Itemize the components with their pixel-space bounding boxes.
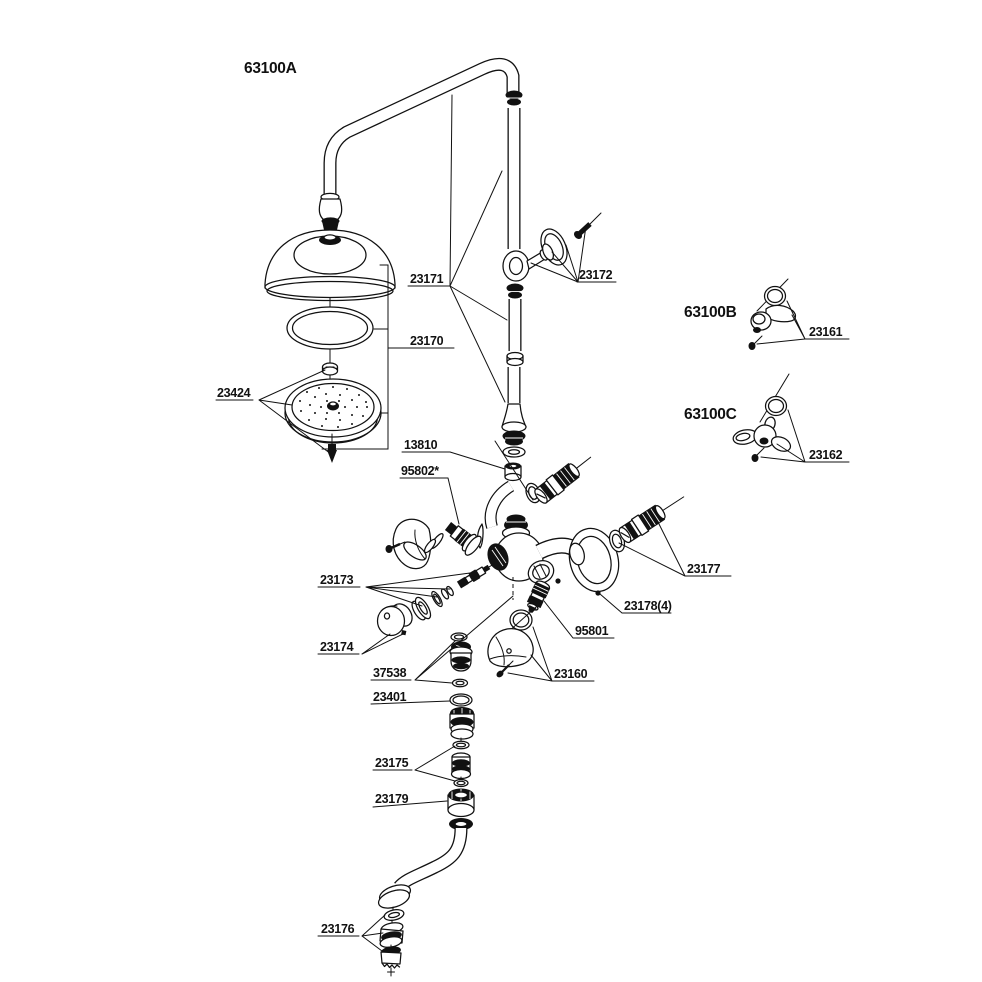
aerator-housing — [379, 922, 404, 948]
mounting-screw-dot — [555, 578, 561, 584]
diverter-ring — [507, 606, 537, 633]
bottom-column — [377, 632, 475, 977]
spout-washer — [383, 909, 405, 921]
part-label-23162: 23162 — [809, 448, 843, 462]
check-valve-right — [608, 496, 685, 553]
part-label-23161: 23161 — [809, 325, 843, 339]
part-label-23174: 23174 — [320, 640, 354, 654]
knurled-nut — [449, 707, 475, 740]
dome-gasket-ring — [286, 306, 374, 350]
part-label-95801: 95801 — [575, 624, 609, 638]
ring-23401 — [449, 693, 473, 707]
handle-screw — [751, 447, 765, 462]
handle-63100C — [732, 373, 792, 462]
riser-pipe — [501, 90, 602, 482]
knob-23160 — [487, 628, 534, 668]
group-label-63100B: 63100B — [684, 304, 737, 321]
part-label-23179: 23179 — [375, 792, 409, 806]
part-label-23170: 23170 — [410, 334, 444, 348]
check-valve-upper — [525, 456, 592, 504]
part-label-23424: 23424 — [217, 386, 251, 400]
part-label-13810: 13810 — [404, 438, 438, 452]
adapter-23175 — [450, 752, 472, 780]
labels: 63100A 63100B 63100C 23171 23172 23170 2… — [217, 60, 843, 936]
knob-screw — [496, 660, 514, 678]
flange-screw — [573, 212, 602, 240]
stem-assembly — [411, 563, 495, 621]
riser-washer — [502, 446, 526, 458]
connector-23179 — [447, 788, 475, 818]
bell-screw — [385, 541, 406, 553]
pipe-collar — [506, 351, 524, 367]
group-label-63100A: 63100A — [244, 60, 297, 77]
tub-spout — [377, 818, 473, 909]
part-label-23177: 23177 — [687, 562, 721, 576]
part-label-95802: 95802* — [401, 464, 439, 478]
group-label-63100C: 63100C — [684, 406, 737, 423]
part-label-23175: 23175 — [375, 756, 409, 770]
leader-lines — [215, 94, 850, 952]
shower-head-dome — [264, 229, 396, 302]
diverter-95801 — [526, 580, 551, 614]
knob-23174 — [376, 603, 413, 637]
part-label-23160: 23160 — [554, 667, 588, 681]
part-label-37538: 37538 — [373, 666, 407, 680]
head-bracket — [321, 264, 407, 450]
escutcheon-bell — [392, 518, 432, 570]
valve-cartridge — [444, 522, 482, 556]
spray-face-plate — [284, 378, 382, 444]
slide-ring — [502, 249, 549, 282]
cartridge-rings — [423, 533, 444, 554]
spray-holes — [299, 386, 368, 428]
part-label-23401: 23401 — [373, 690, 407, 704]
valve-body — [476, 480, 620, 600]
wall-flange — [540, 228, 568, 266]
arm-connector — [318, 192, 343, 239]
aerator-insert — [380, 946, 402, 977]
part-label-23173: 23173 — [320, 573, 354, 587]
head-hex-nut — [321, 362, 339, 376]
handle-screw — [748, 335, 763, 350]
part-label-23172: 23172 — [579, 268, 613, 282]
handle-63100B — [748, 278, 797, 350]
cartridge-37538 — [449, 641, 473, 672]
part-label-23176: 23176 — [321, 922, 355, 936]
cartridge-left-assembly — [385, 518, 482, 570]
part-label-23171: 23171 — [410, 272, 444, 286]
shower-arm-pipe — [323, 57, 520, 212]
mounting-screw-dot — [595, 590, 601, 596]
part-label-23178: 23178(4) — [624, 599, 672, 613]
riser-flare — [501, 403, 527, 446]
